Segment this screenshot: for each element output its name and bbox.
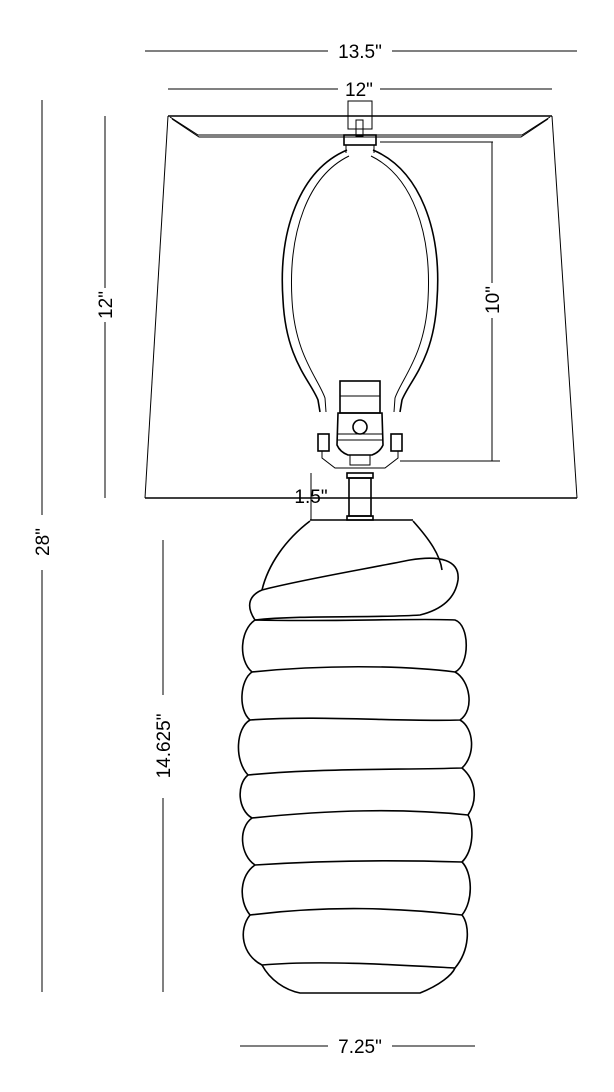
dimension-neck-height: 1.5" [294,473,328,520]
label-12-width: 12" [345,80,373,101]
dimension-shade-height: 12" [96,116,117,498]
dimension-base-height: 14.625" [154,540,175,992]
label-28: 28" [33,528,54,556]
dimension-base-width: 7.25" [240,1037,475,1058]
dimension-overall-height: 28" [33,100,54,992]
label-12-height: 12" [96,291,117,319]
dimension-shade-outer-width: 13.5" [145,42,577,63]
lamp-base [237,519,475,994]
lamp-shade [144,115,578,499]
dimension-harp-height: 10" [380,141,504,462]
finial [343,100,377,153]
label-14-625: 14.625" [154,714,175,779]
label-7-25: 7.25" [338,1037,382,1058]
label-10: 10" [483,286,504,314]
socket [336,380,384,521]
harp [281,149,439,469]
label-13-5: 13.5" [338,42,382,63]
dimension-shade-top-width: 12" [168,80,552,101]
